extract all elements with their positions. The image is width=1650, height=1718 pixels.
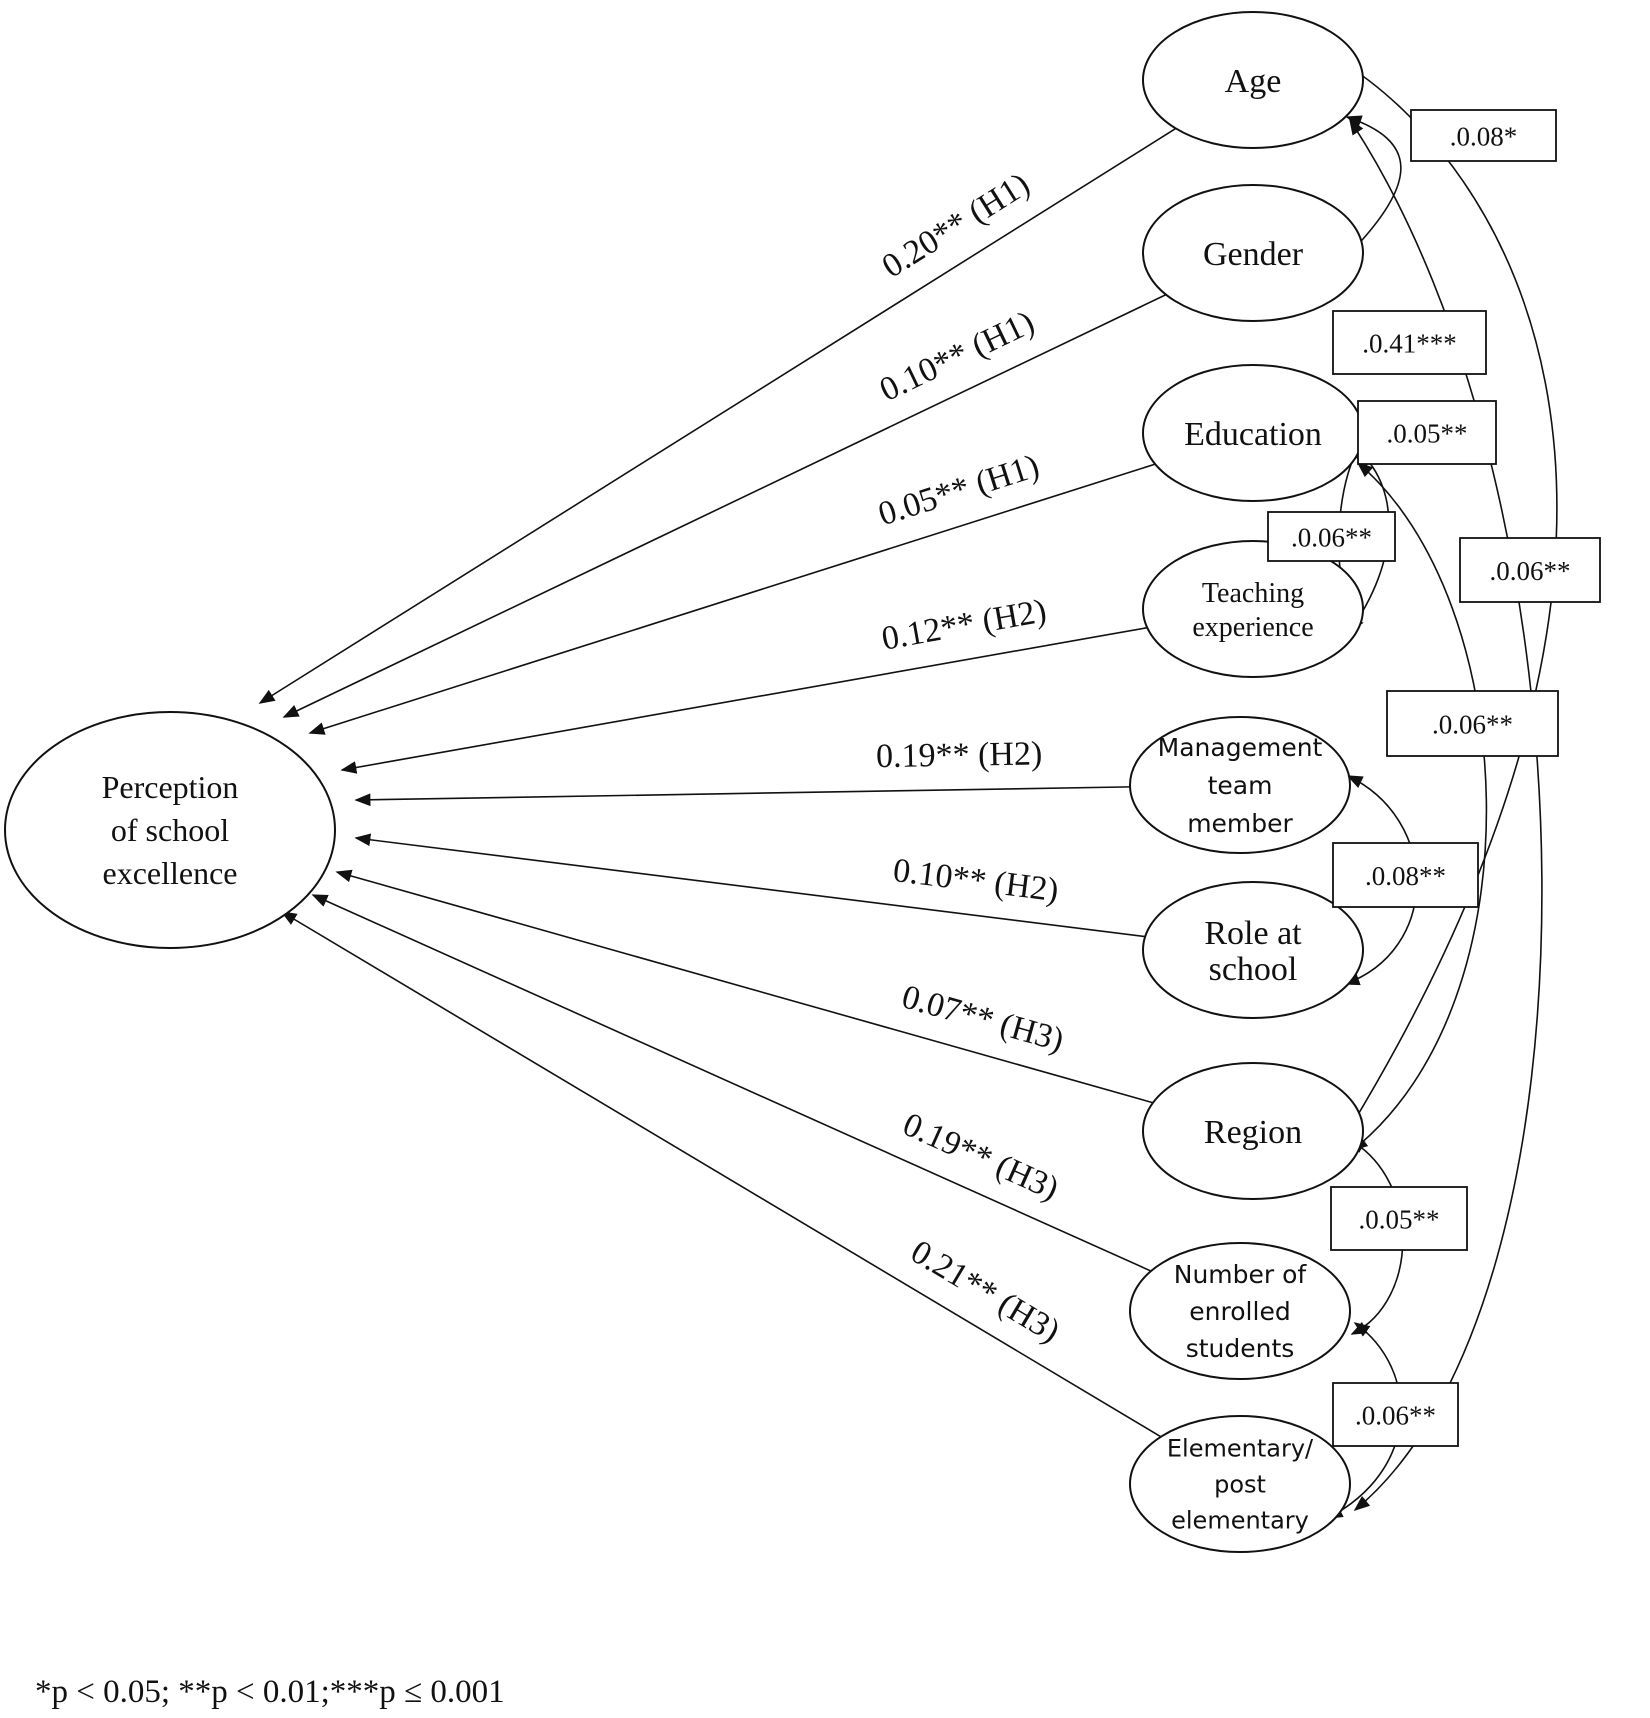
covariance-box-frame xyxy=(1357,400,1497,465)
node-elementary-label: Elementary/ xyxy=(1167,1434,1314,1462)
node-enrolled: Number of enrolled students xyxy=(1129,1242,1351,1380)
path-label-education: 0.05** (H1) xyxy=(874,448,1044,534)
node-teaching-ellipse xyxy=(1142,540,1364,678)
node-age: Age xyxy=(1142,11,1364,149)
path-label-role: 0.10** (H2) xyxy=(891,852,1061,909)
covariance-box-enrolled-elementary: .0.06** xyxy=(1332,1382,1459,1447)
node-enrolled-label: enrolled xyxy=(1189,1297,1290,1326)
covariance-box-gender-age: .0.41*** xyxy=(1332,310,1487,375)
path-label-age: 0.20** (H1) xyxy=(876,166,1036,286)
path-label-enrolled: 0.19** (H3) xyxy=(897,1106,1064,1208)
covariance-box-frame xyxy=(1386,690,1559,757)
covariance-value: .0.05** xyxy=(1387,419,1468,449)
node-gender-label: Gender xyxy=(1203,236,1304,273)
covariance-box-education-teaching: .0.05** xyxy=(1357,400,1497,465)
covariance-box-education-teaching: .0.06** xyxy=(1267,511,1396,562)
variable-nodes: Perception of school excellence AgeGenderEd… xyxy=(4,11,1364,1553)
node-management: Management team member xyxy=(1129,716,1351,854)
path-arrow-enrolled xyxy=(311,894,1152,1272)
covariance-box-frame xyxy=(1459,537,1601,603)
covariance-box-frame xyxy=(1332,842,1479,908)
node-management-ellipse xyxy=(1129,716,1351,854)
node-management-label: member xyxy=(1187,809,1293,838)
node-perception-label: Perception xyxy=(102,769,239,805)
path-arrow-gender xyxy=(282,293,1167,718)
node-enrolled-ellipse xyxy=(1129,1242,1351,1380)
covariance-curve-education-region xyxy=(1351,461,1488,1152)
covariance-value: .0.41*** xyxy=(1362,329,1457,359)
node-gender-ellipse xyxy=(1142,184,1364,322)
node-teaching-label: experience xyxy=(1192,612,1313,643)
node-gender: Gender xyxy=(1142,184,1364,322)
covariance-box-age-region: .0.08* xyxy=(1410,109,1557,162)
path-arrow-role xyxy=(354,833,1146,938)
path-arrow-management xyxy=(354,786,1131,807)
node-role-label: Role at xyxy=(1204,915,1302,952)
node-age-ellipse xyxy=(1142,11,1364,149)
node-enrolled-label: students xyxy=(1186,1334,1295,1363)
covariance-box-frame xyxy=(1332,310,1487,375)
node-region-label: Region xyxy=(1204,1114,1302,1151)
covariance-value: .0.08** xyxy=(1365,861,1446,891)
node-elementary-label: elementary xyxy=(1171,1506,1309,1534)
path-arrow-age xyxy=(258,127,1177,704)
covariance-boxes: .0.08* .0.41*** .0.05** .0.06** .0.06** .0.06… xyxy=(1267,109,1601,1447)
covariance-value: .0.06** xyxy=(1490,556,1571,586)
significance-footnote: *p < 0.05; **p < 0.01;***p ≤ 0.001 xyxy=(35,1674,505,1710)
covariance-box-management-role: .0.08** xyxy=(1332,842,1479,908)
node-management-label: team xyxy=(1208,771,1273,800)
covariance-value: .0.05** xyxy=(1359,1205,1440,1235)
node-region: Region xyxy=(1142,1062,1364,1200)
node-education: Education xyxy=(1142,364,1364,502)
node-age-label: Age xyxy=(1225,63,1282,100)
node-perception-label: excellence xyxy=(103,855,238,891)
path-arrow-education xyxy=(308,463,1156,735)
covariance-box-frame xyxy=(1267,511,1396,562)
regression-paths xyxy=(258,127,1177,1438)
covariance-box-frame xyxy=(1410,109,1557,162)
covariance-value: .0.06** xyxy=(1432,710,1513,740)
node-enrolled-label: Number of xyxy=(1174,1260,1308,1289)
covariance-value: .0.08* xyxy=(1450,122,1518,152)
covariance-value: .0.06** xyxy=(1355,1401,1436,1431)
node-perception: Perception of school excellence xyxy=(4,711,336,949)
node-management-label: Management xyxy=(1158,733,1323,762)
node-role-label: school xyxy=(1209,951,1298,988)
covariance-box-education-region: .0.06** xyxy=(1386,690,1559,757)
path-label-region: 0.07** (H3) xyxy=(898,978,1068,1059)
node-region-ellipse xyxy=(1142,1062,1364,1200)
path-arrow-elementary xyxy=(280,911,1162,1438)
covariance-box-age-elementary: .0.06** xyxy=(1459,537,1601,603)
path-label-management: 0.19** (H2) xyxy=(876,735,1043,775)
path-label-teaching: 0.12** (H2) xyxy=(879,592,1049,657)
node-role-ellipse xyxy=(1142,881,1364,1019)
path-arrow-teaching xyxy=(340,626,1148,774)
covariance-box-frame xyxy=(1330,1186,1468,1251)
node-education-label: Education xyxy=(1184,416,1322,453)
covariance-value: .0.06** xyxy=(1291,523,1372,553)
node-elementary-ellipse xyxy=(1129,1415,1351,1553)
path-label-gender: 0.10** (H1) xyxy=(874,304,1040,409)
node-perception-label: of school xyxy=(111,812,229,848)
covariance-box-region-enrolled: .0.05** xyxy=(1330,1186,1468,1251)
path-arrow-region xyxy=(335,869,1154,1104)
path-labels: 0.20** (H1) 0.10** (H1) 0.05** (H1) 0.12** … xyxy=(874,166,1068,1350)
node-teaching-label: Teaching xyxy=(1202,578,1304,609)
covariance-curves xyxy=(1326,61,1558,1519)
node-elementary-label: post xyxy=(1214,1470,1266,1498)
node-elementary: Elementary/post elementary xyxy=(1129,1415,1351,1553)
node-perception-ellipse xyxy=(4,711,336,949)
covariance-box-frame xyxy=(1332,1382,1459,1447)
